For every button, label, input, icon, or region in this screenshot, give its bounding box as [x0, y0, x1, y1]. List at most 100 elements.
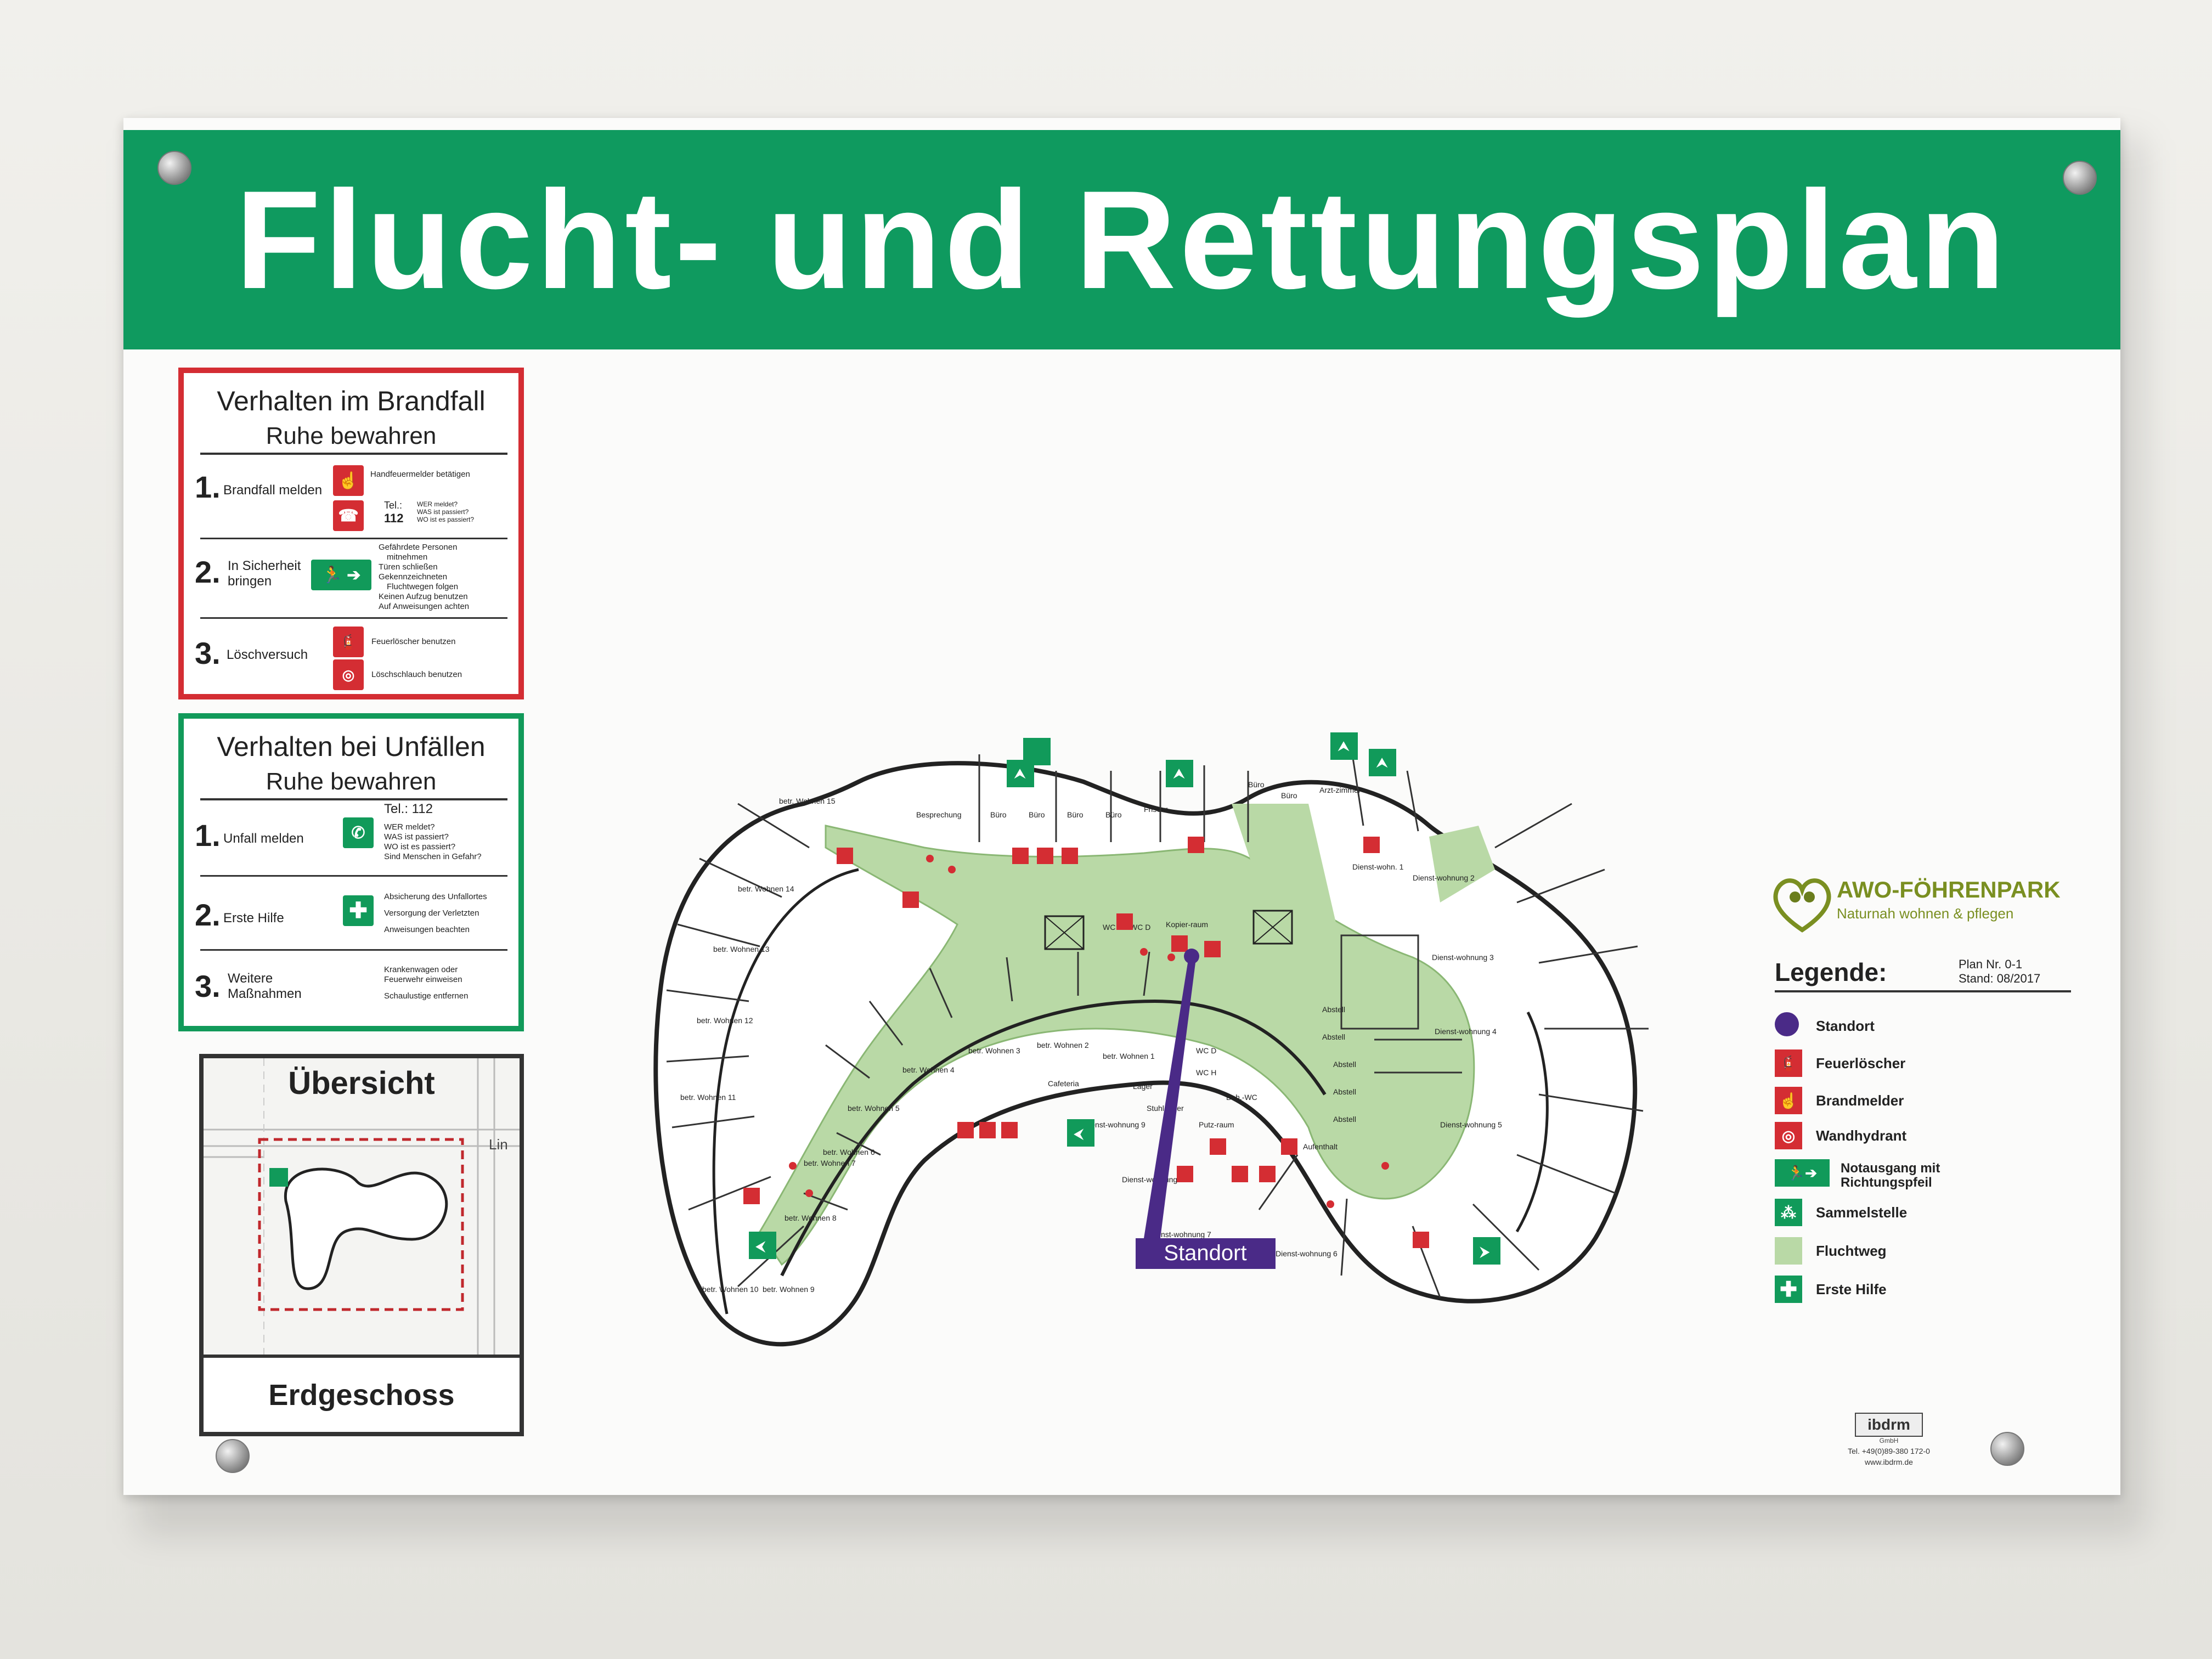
- room-label: Friseur: [1144, 805, 1168, 814]
- standort-callout-box: [1136, 1238, 1276, 1269]
- fire-hose-icon: ◎: [1775, 1122, 1802, 1149]
- step-label: Maßnahmen: [228, 986, 302, 1001]
- legend-item: ◎ Wandhydrant: [1747, 1122, 2087, 1155]
- note: Keinen Aufzug benutzen: [379, 592, 468, 601]
- room-label: Abstell: [1322, 1005, 1345, 1014]
- floor-label: Erdgeschoss: [204, 1355, 520, 1432]
- heart-people-icon: [1773, 878, 1831, 933]
- escape-route: [1429, 826, 1495, 902]
- note: WAS ist passiert?: [384, 832, 449, 842]
- divider: [200, 875, 507, 877]
- room-label: Aufenthalt: [1303, 1142, 1338, 1151]
- room-label: Dienst-wohnung 2: [1413, 873, 1475, 882]
- step-label: bringen: [228, 574, 272, 589]
- note: Anweisungen beachten: [384, 925, 470, 934]
- maker-sub: GmbH: [1879, 1437, 1899, 1444]
- room-label: Abstell: [1333, 1115, 1356, 1124]
- step-label: Löschversuch: [227, 647, 308, 662]
- maker-name: ibdrm: [1855, 1413, 1923, 1437]
- plan-title: Flucht- und Rettungsplan: [235, 161, 2008, 318]
- room-label: betr. Wohnen 7: [804, 1159, 856, 1167]
- svg-text:⮜: ⮜: [755, 1238, 766, 1254]
- floor-plan: betr. Wohnen 15 betr. Wohnen 14 betr. Wo…: [573, 518, 1901, 1457]
- note: Gefährdete Personen: [379, 543, 458, 552]
- step-number: 3.: [195, 969, 221, 1003]
- assembly-point-icon: ⁂: [1775, 1199, 1802, 1226]
- legend-item: 🏃➔ Notausgang mit Richtungspfeil: [1747, 1159, 2087, 1192]
- room-label: Dienst-wohnung 7: [1149, 1230, 1211, 1239]
- escape-route: [1232, 804, 1341, 946]
- room-label: betr. Wohnen 11: [680, 1093, 736, 1102]
- awo-logo: AWO-FÖHRENPARK Naturnah wohnen & pflegen: [1772, 872, 2061, 944]
- svg-text:⮞: ⮞: [1480, 1243, 1490, 1260]
- room-label: Besprechung: [916, 810, 962, 819]
- step-number: 1.: [195, 470, 221, 504]
- room-label: Büro: [1281, 791, 1297, 800]
- step-number: 2.: [195, 898, 221, 932]
- note: WO ist es passiert?: [417, 516, 475, 523]
- room-label: betr. Wohnen 9: [763, 1285, 815, 1294]
- step-number: 1.: [195, 818, 221, 853]
- fire-panel-subtitle: Ruhe bewahren: [266, 422, 437, 449]
- room-label: Dienst-wohnung 9: [1084, 1120, 1146, 1129]
- room-label: Dienst-wohnung 6: [1276, 1249, 1338, 1258]
- legend-item: ✚ Erste Hilfe: [1747, 1276, 2087, 1308]
- room-label: betr. Wohnen 10: [702, 1285, 759, 1294]
- legend-item: ⁂ Sammelstelle: [1747, 1199, 2087, 1232]
- mounting-screw-bottom-right: [1990, 1432, 2024, 1466]
- logo-subtitle: Naturnah wohnen & pflegen: [1837, 905, 2014, 922]
- svg-text:⮝: ⮝: [1014, 765, 1026, 782]
- room-label: betr. Wohnen 13: [713, 945, 770, 953]
- note: mitnehmen: [387, 552, 428, 562]
- mounting-screw-bottom-left: [216, 1439, 250, 1473]
- mounting-screw-top-left: [157, 151, 191, 185]
- room-label: betr. Wohnen 12: [697, 1016, 753, 1025]
- divider: [200, 949, 507, 951]
- legend-label: Erste Hilfe: [1816, 1281, 1887, 1297]
- room-label: Büro: [990, 810, 1007, 819]
- standort-dot: [1184, 949, 1199, 964]
- room-label: betr. Wohnen 6: [823, 1148, 875, 1156]
- accident-panel-title: Verhalten bei Unfällen: [217, 731, 486, 762]
- emergency-phone-icon: ✆: [343, 817, 374, 848]
- divider: [200, 453, 507, 455]
- note: WER meldet?: [417, 500, 458, 508]
- emergency-number: Tel.: 112: [384, 802, 433, 816]
- escape-route-icon: [1775, 1237, 1802, 1265]
- legend-item: Fluchtweg: [1747, 1237, 2087, 1270]
- room-label: Beh.-WC: [1226, 1093, 1257, 1102]
- room-label: Kopier-raum: [1166, 920, 1208, 929]
- header-banner: Flucht- und Rettungsplan: [123, 130, 2120, 349]
- plan-date: Stand: 08/2017: [1959, 972, 2041, 985]
- room-label: WC H: [1196, 1068, 1216, 1077]
- overview-map: Übersicht Lin: [204, 1058, 520, 1357]
- note: WER meldet?: [384, 822, 435, 832]
- fire-behavior-panel: Verhalten im Brandfall Ruhe bewahren 1. …: [178, 368, 524, 699]
- note: Löschschlauch benutzen: [371, 670, 462, 679]
- note: Versorgung der Verletzten: [384, 909, 479, 918]
- first-aid-icon: ✚: [1775, 1276, 1802, 1303]
- room-label: betr. Wohnen 15: [779, 797, 836, 805]
- note: Fluchtwegen folgen: [387, 582, 459, 591]
- note: Feuerwehr einweisen: [384, 975, 462, 984]
- legend-label: Sammelstelle: [1816, 1204, 1908, 1221]
- room-label: Büro: [1105, 810, 1122, 819]
- note: WO ist es passiert?: [384, 842, 456, 851]
- room-label: betr. Wohnen 8: [785, 1214, 837, 1222]
- step-label: In Sicherheit: [228, 558, 301, 573]
- fire-extinguisher-icon: 🧯: [333, 627, 364, 657]
- mounting-screw-top-right: [2063, 161, 2097, 195]
- room-label: Büro: [1248, 780, 1265, 789]
- standort-pointer: [1144, 963, 1195, 1238]
- svg-text:⮝: ⮝: [1376, 754, 1388, 771]
- room-label: Dienst-wohnung 8: [1122, 1175, 1184, 1184]
- legend-title: Legende:: [1775, 958, 1887, 986]
- note: Feuerlöscher benutzen: [371, 637, 456, 646]
- room-label: Büro: [1067, 810, 1084, 819]
- divider: [200, 617, 507, 619]
- step-number: 2.: [195, 555, 221, 589]
- overview-title: Übersicht: [288, 1065, 435, 1101]
- divider: [1775, 990, 2071, 992]
- accident-panel-subtitle: Ruhe bewahren: [266, 768, 437, 795]
- room-label: Dienst-wohnung 5: [1440, 1120, 1502, 1129]
